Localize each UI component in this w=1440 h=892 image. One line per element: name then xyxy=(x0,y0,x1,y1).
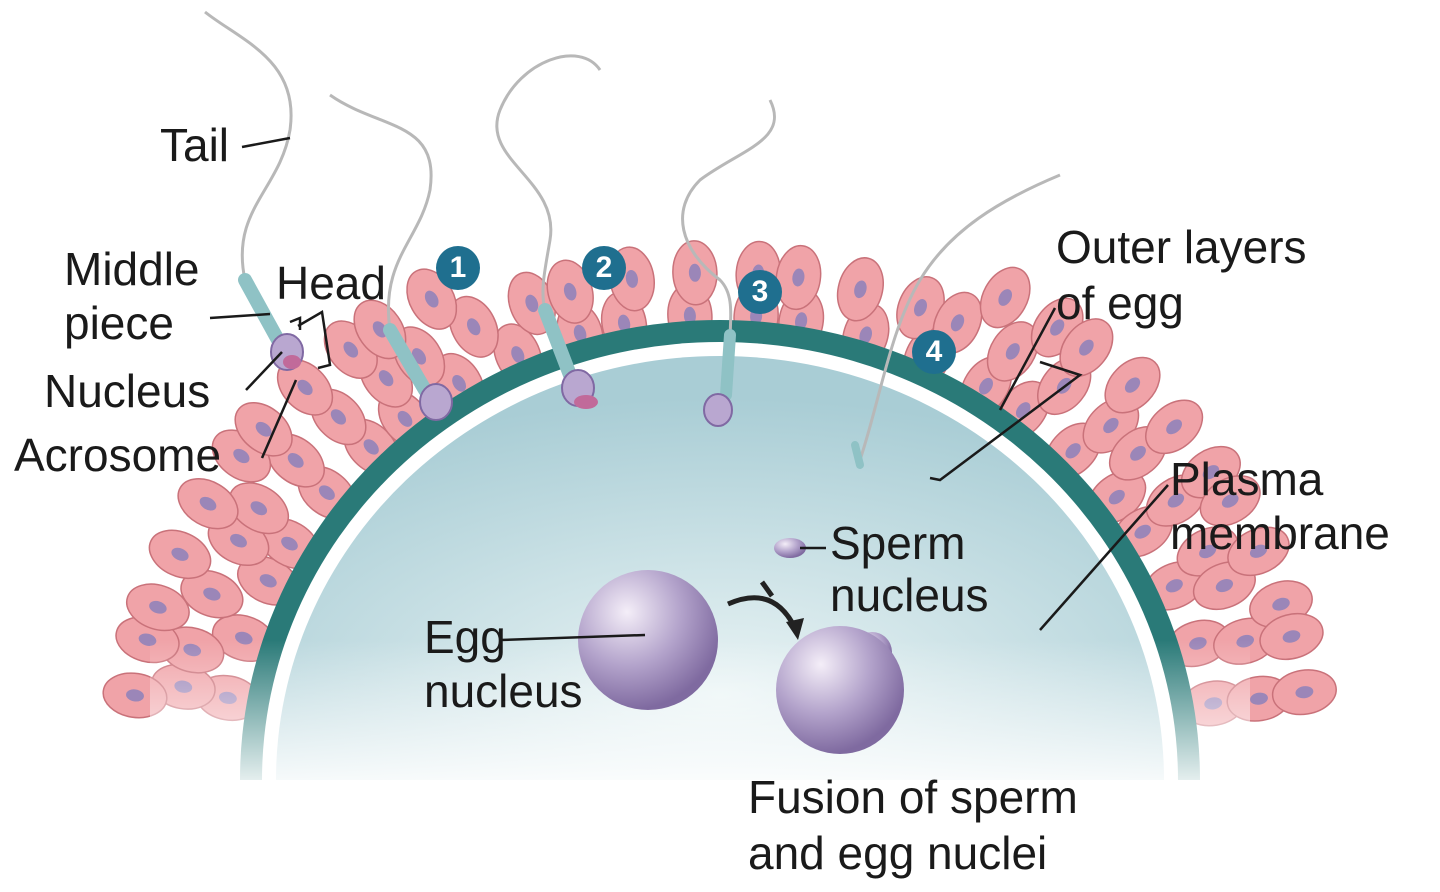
follicle-cell-nucleus xyxy=(1282,630,1301,643)
label-sperm-nucleus-2: nucleus xyxy=(830,569,989,621)
follicle-cell-nucleus xyxy=(233,448,250,464)
follicle-cell-nucleus xyxy=(1199,544,1217,559)
label-egg-nucleus-2: nucleus xyxy=(424,665,583,717)
label-fusion-2: and egg nuclei xyxy=(748,827,1048,879)
follicle-cell-nucleus xyxy=(466,318,481,336)
label-plasma-membrane-1: Plasma xyxy=(1170,453,1324,505)
label-plasma-membrane-2: membrane xyxy=(1170,507,1390,559)
sperm-2 xyxy=(329,93,453,421)
label-tail: Tail xyxy=(160,119,230,171)
follicle-cell-nucleus xyxy=(1079,339,1094,356)
follicle-cell-nucleus xyxy=(1065,443,1081,459)
follicle-cell-nucleus xyxy=(1295,686,1314,699)
follicle-cell-nucleus xyxy=(950,314,965,332)
follicle-cell-nucleus xyxy=(1250,692,1268,705)
follicle-cell-nucleus xyxy=(625,269,638,288)
fusion-arrow-head xyxy=(786,618,804,640)
sperm-1-labeled xyxy=(204,10,293,281)
follicle-cell-nucleus xyxy=(363,439,379,455)
follicle-cell-nucleus xyxy=(511,346,525,364)
follicle-cell-nucleus xyxy=(1005,343,1020,360)
follicle-cell-nucleus xyxy=(563,282,577,301)
label-outer-layers-2: of egg xyxy=(1056,277,1184,329)
follicle-cell-nucleus xyxy=(1249,544,1268,558)
follicle-cell-nucleus xyxy=(1134,524,1151,539)
label-egg-nucleus-1: Egg xyxy=(424,611,506,663)
follicle-cell-nucleus xyxy=(1124,377,1141,393)
sperm-4 xyxy=(681,99,777,427)
follicle-cell-nucleus xyxy=(149,600,167,614)
follicle-cell-nucleus xyxy=(259,574,277,588)
follicle-cell-nucleus xyxy=(378,370,394,387)
label-outer-layers-1: Outer layers xyxy=(1056,221,1307,273)
follicle-cell-nucleus xyxy=(171,547,189,561)
follicle-cell-nucleus xyxy=(250,501,268,516)
follicle-cell-nucleus xyxy=(792,268,805,287)
follicle-cell-nucleus xyxy=(1166,419,1183,435)
follicle-cell-nucleus xyxy=(126,689,144,702)
follicle-cell-nucleus xyxy=(1165,579,1183,593)
follicle-cell-nucleus xyxy=(1167,493,1185,508)
follicle-cell-nucleus xyxy=(688,263,701,282)
follicle-cell-nucleus xyxy=(1130,445,1146,461)
sperm-3 xyxy=(495,54,602,409)
follicle-cell-nucleus xyxy=(795,312,808,331)
follicle-cell-nucleus xyxy=(1108,489,1125,505)
label-acrosome: Acrosome xyxy=(14,429,222,481)
follicle-cell-nucleus xyxy=(297,379,313,396)
follicle-cell-nucleus xyxy=(199,496,217,511)
follicle-cell-nucleus xyxy=(330,409,347,425)
follicle-cell-nucleus xyxy=(573,324,587,343)
sperm-nucleus-small xyxy=(774,538,806,558)
follicle-cell-nucleus xyxy=(287,453,304,468)
follicle-cell-nucleus xyxy=(1215,579,1234,593)
follicle-cell-nucleus xyxy=(230,533,247,548)
follicle-cell-nucleus xyxy=(525,294,539,313)
follicle-cell-nucleus xyxy=(203,587,221,601)
sperm-5 xyxy=(851,173,1061,469)
follicle-cell-nucleus xyxy=(1103,417,1119,434)
follicle-cell-nucleus xyxy=(1221,493,1239,508)
follicle-cell-nucleus xyxy=(854,280,867,299)
follicle-cell-nucleus xyxy=(281,536,298,551)
step-badge-3: 3 xyxy=(738,270,782,314)
follicle-cell-nucleus xyxy=(1272,597,1290,611)
fused-nucleus xyxy=(776,626,904,754)
follicle-cell-nucleus xyxy=(1050,319,1065,336)
label-middle-piece-2: piece xyxy=(64,297,174,349)
follicle-cell-nucleus xyxy=(318,485,335,500)
follicle-cell-nucleus xyxy=(914,299,927,317)
label-fusion-1: Fusion of sperm xyxy=(748,771,1078,823)
follicle-cell-nucleus xyxy=(452,375,467,392)
egg-nucleus xyxy=(578,570,718,710)
follicle-cell-nucleus xyxy=(859,326,873,344)
follicle-cell-nucleus xyxy=(998,289,1013,306)
step-badge-4: 4 xyxy=(912,330,956,374)
follicle-cell-nucleus xyxy=(683,306,696,325)
fusion-arrow-branch xyxy=(759,580,775,598)
follicle-cell-nucleus xyxy=(979,377,993,395)
leader-lines xyxy=(209,136,1169,642)
follicle-cell-nucleus xyxy=(617,314,631,333)
follicle-cell-nucleus xyxy=(424,290,439,308)
follicle-cell-nucleus xyxy=(1202,465,1220,480)
label-head: Head xyxy=(276,257,386,309)
label-middle-piece-1: Middle xyxy=(64,243,200,295)
follicle-cell-nucleus xyxy=(397,410,413,427)
sperm-1-midpiece xyxy=(238,273,304,371)
label-nucleus: Nucleus xyxy=(44,365,211,417)
step-badge-1: 1 xyxy=(436,246,480,290)
follicle-cell-nucleus xyxy=(343,341,359,358)
follicle-cell-nucleus xyxy=(372,321,388,338)
label-sperm-nucleus-1: Sperm xyxy=(830,517,966,569)
step-badge-2: 2 xyxy=(582,246,626,290)
follicle-cell-nucleus xyxy=(255,421,272,437)
